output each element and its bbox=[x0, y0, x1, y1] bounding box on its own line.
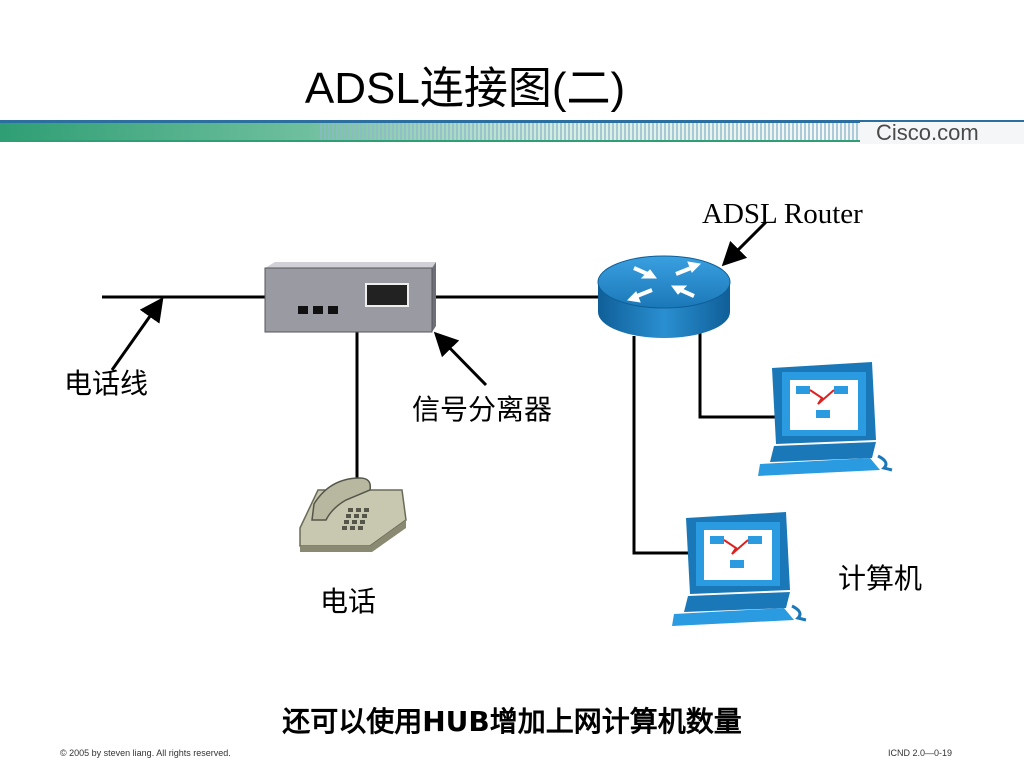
router-arrow bbox=[721, 220, 768, 267]
telephone-device bbox=[299, 477, 407, 552]
page-title: ADSL连接图(二) bbox=[304, 64, 626, 113]
router-computer2-link bbox=[632, 336, 690, 555]
label-arrows bbox=[110, 220, 768, 387]
copyright-footer: © 2005 by steven liang. All rights reser… bbox=[60, 748, 231, 758]
router-computer1-link bbox=[698, 330, 780, 419]
slide-number-footer: ICND 2.0—0-19 bbox=[888, 748, 953, 758]
splitter-label: 信号分离器 bbox=[412, 393, 553, 426]
splitter-arrow bbox=[433, 331, 488, 387]
phone-line-label: 电话线 bbox=[64, 367, 149, 400]
phone-line-arrow bbox=[110, 297, 164, 371]
adsl-router-device bbox=[597, 255, 731, 338]
router-label: ADSL Router bbox=[702, 198, 863, 230]
cisco-logo: Cisco.com bbox=[876, 120, 979, 145]
phone-label: 电话 bbox=[320, 585, 377, 618]
computer-1-device bbox=[758, 362, 893, 476]
computer-2-device bbox=[672, 512, 807, 626]
splitter-device bbox=[264, 262, 436, 333]
connection-lines bbox=[102, 295, 780, 555]
computer-label: 计算机 bbox=[838, 562, 923, 595]
slide-caption: 还可以使用HUB增加上网计算机数量 bbox=[282, 705, 742, 738]
header-banner bbox=[0, 120, 1024, 144]
